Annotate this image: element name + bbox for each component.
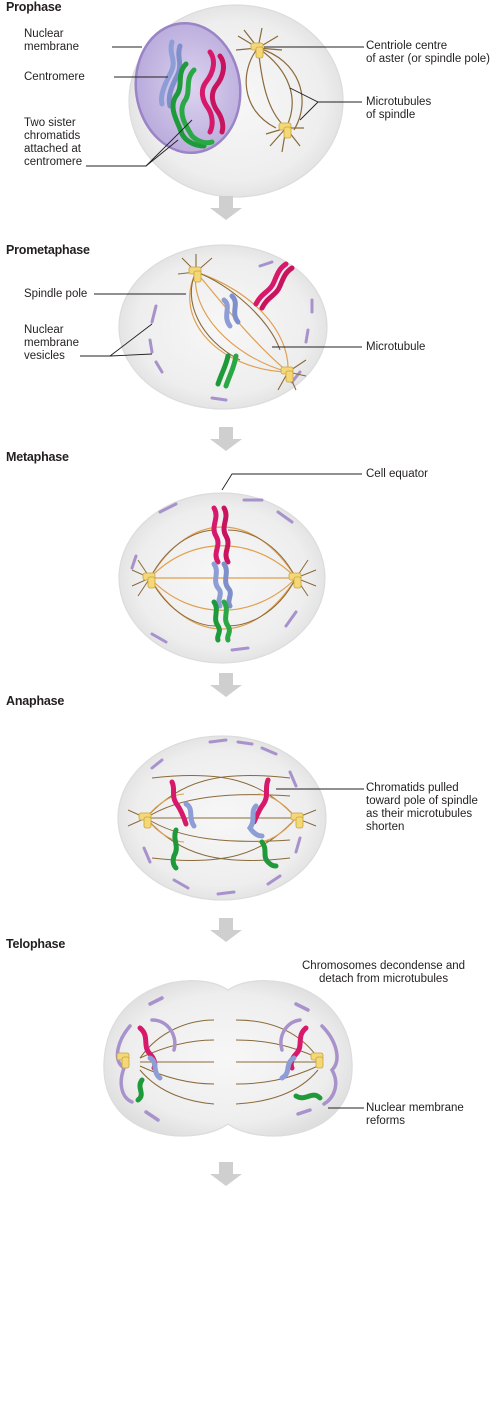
stage-title-anaphase: Anaphase	[6, 694, 65, 708]
stage-arrows	[210, 196, 242, 1186]
stage-title-prometaphase: Prometaphase	[6, 243, 90, 257]
label-sister-chromatids: Two sister chromatids attached at centro…	[24, 117, 83, 168]
label-membrane-reforms: Nuclear membrane reforms	[366, 1102, 464, 1127]
down-arrow-icon	[210, 673, 242, 697]
metaphase-cell	[118, 492, 326, 664]
down-arrow-icon	[210, 918, 242, 942]
prophase-cell	[128, 4, 344, 198]
label-membrane-vesicles: Nuclear membrane vesicles	[24, 324, 79, 362]
label-centriole: Centriole centre of aster (or spindle po…	[366, 40, 491, 65]
stage-title-metaphase: Metaphase	[6, 450, 69, 464]
label-microtubules-spindle: Microtubules of spindle	[366, 96, 432, 121]
label-chromosomes-decondense: Chromosomes decondense and detach from m…	[302, 960, 466, 985]
stage-title-telophase: Telophase	[6, 937, 66, 951]
down-arrow-icon	[210, 196, 242, 220]
label-centromere: Centromere	[24, 71, 85, 83]
down-arrow-icon	[210, 427, 242, 451]
label-cell-equator: Cell equator	[366, 468, 429, 480]
down-arrow-icon	[210, 1162, 242, 1186]
prometaphase-cell	[118, 244, 328, 410]
leader-lines	[80, 46, 364, 1109]
label-nuclear-membrane: Nuclear membrane	[24, 28, 79, 53]
anaphase-cell	[117, 735, 327, 901]
label-microtubule: Microtubule	[366, 341, 426, 353]
telophase-cell	[103, 980, 353, 1137]
label-chromatids-pulled: Chromatids pulled toward pole of spindle…	[366, 782, 478, 833]
stage-title-prophase: Prophase	[6, 0, 62, 14]
label-spindle-pole: Spindle pole	[24, 288, 88, 300]
